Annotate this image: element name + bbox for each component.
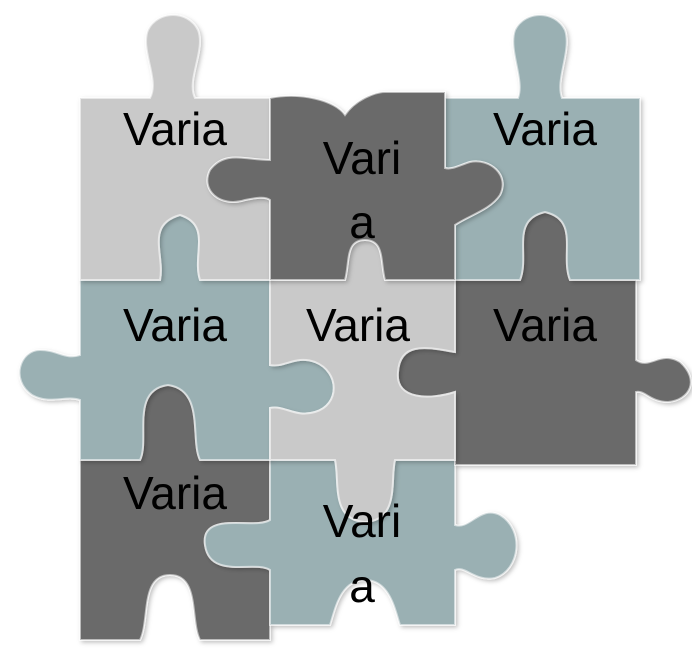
piece-label-r2c1: Varia (123, 299, 227, 351)
piece-label-r1c2-line1: Vari (323, 132, 401, 184)
puzzle-piece-r1c2 (206, 91, 504, 281)
piece-label-r2c3: Varia (493, 299, 597, 351)
piece-label-r3c2-line2: a (349, 560, 375, 612)
piece-label-r1c1: Varia (123, 103, 227, 155)
piece-label-r1c3: Varia (493, 103, 597, 155)
piece-labels: Varia Vari a Varia Varia Varia Varia Var… (123, 103, 597, 612)
piece-label-r1c2-line2: a (349, 196, 375, 248)
piece-label-r2c2: Varia (306, 299, 410, 351)
piece-label-r3c2-line1: Vari (323, 495, 401, 547)
piece-label-r3c1: Varia (123, 467, 227, 519)
